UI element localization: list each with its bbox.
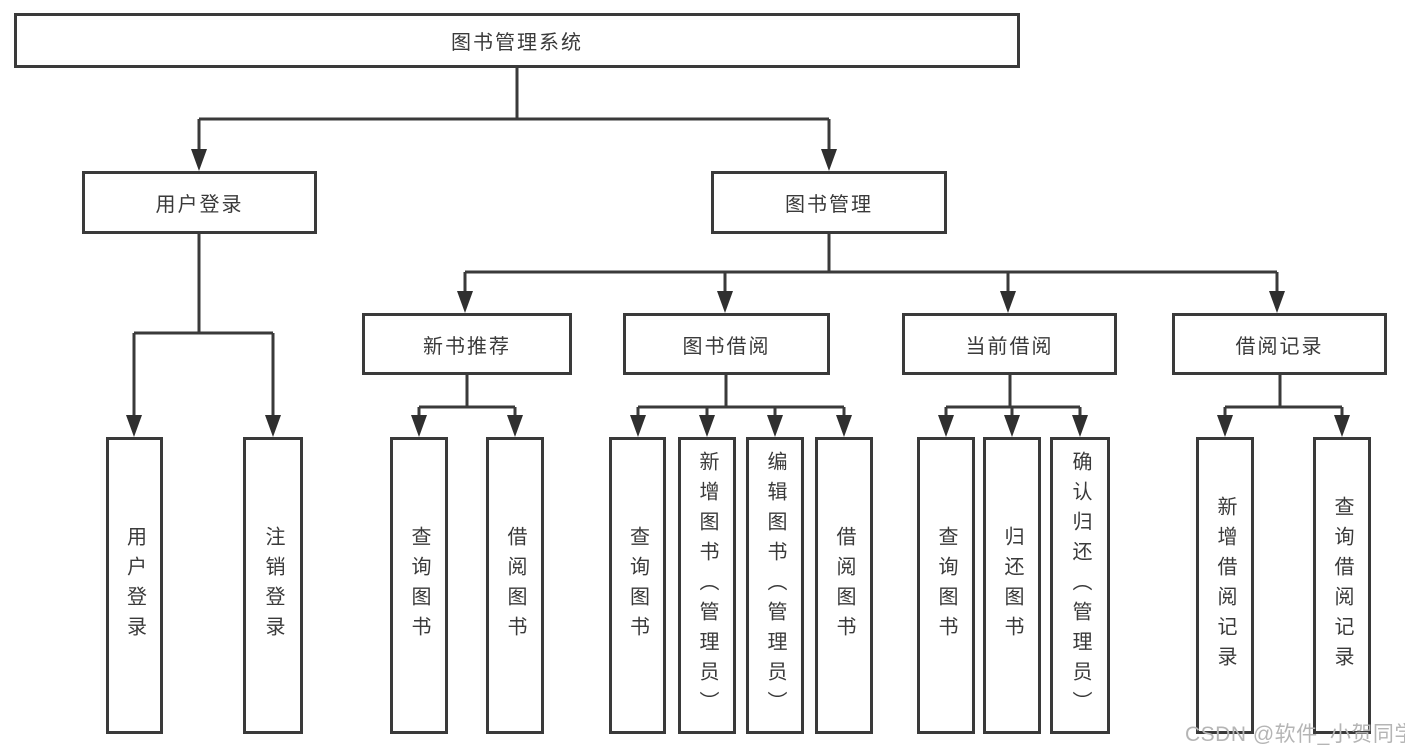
csdn-watermark: CSDN @软件_小贺同学 — [1185, 723, 1405, 746]
leaf-current-return-books: 归还图书 — [983, 437, 1041, 734]
node-user-login: 用户登录 — [82, 171, 317, 234]
node-borrowing-records: 借阅记录 — [1172, 313, 1387, 375]
node-current-borrowing: 当前借阅 — [902, 313, 1117, 375]
leaf-borrowing-add-books-admin: 新增图书（管理员） — [678, 437, 736, 734]
leaf-current-confirm-return-admin: 确认归还（管理员） — [1050, 437, 1110, 734]
node-root-system: 图书管理系统 — [14, 13, 1020, 68]
connector-lines — [132, 68, 1344, 433]
node-book-borrowing: 图书借阅 — [623, 313, 830, 375]
leaf-records-add-record: 新增借阅记录 — [1196, 437, 1254, 734]
leaf-records-query-record: 查询借阅记录 — [1313, 437, 1371, 734]
leaf-recommend-borrow-books: 借阅图书 — [486, 437, 544, 734]
node-new-book-recommend: 新书推荐 — [362, 313, 572, 375]
leaf-borrowing-edit-books-admin: 编辑图书（管理员） — [746, 437, 804, 734]
node-book-management: 图书管理 — [711, 171, 947, 234]
leaf-user-login: 用户登录 — [106, 437, 163, 734]
leaf-logout: 注销登录 — [243, 437, 303, 734]
leaf-recommend-query-books: 查询图书 — [390, 437, 448, 734]
leaf-borrowing-borrow-books: 借阅图书 — [815, 437, 873, 734]
leaf-current-query-books: 查询图书 — [917, 437, 975, 734]
leaf-borrowing-query-books: 查询图书 — [609, 437, 666, 734]
